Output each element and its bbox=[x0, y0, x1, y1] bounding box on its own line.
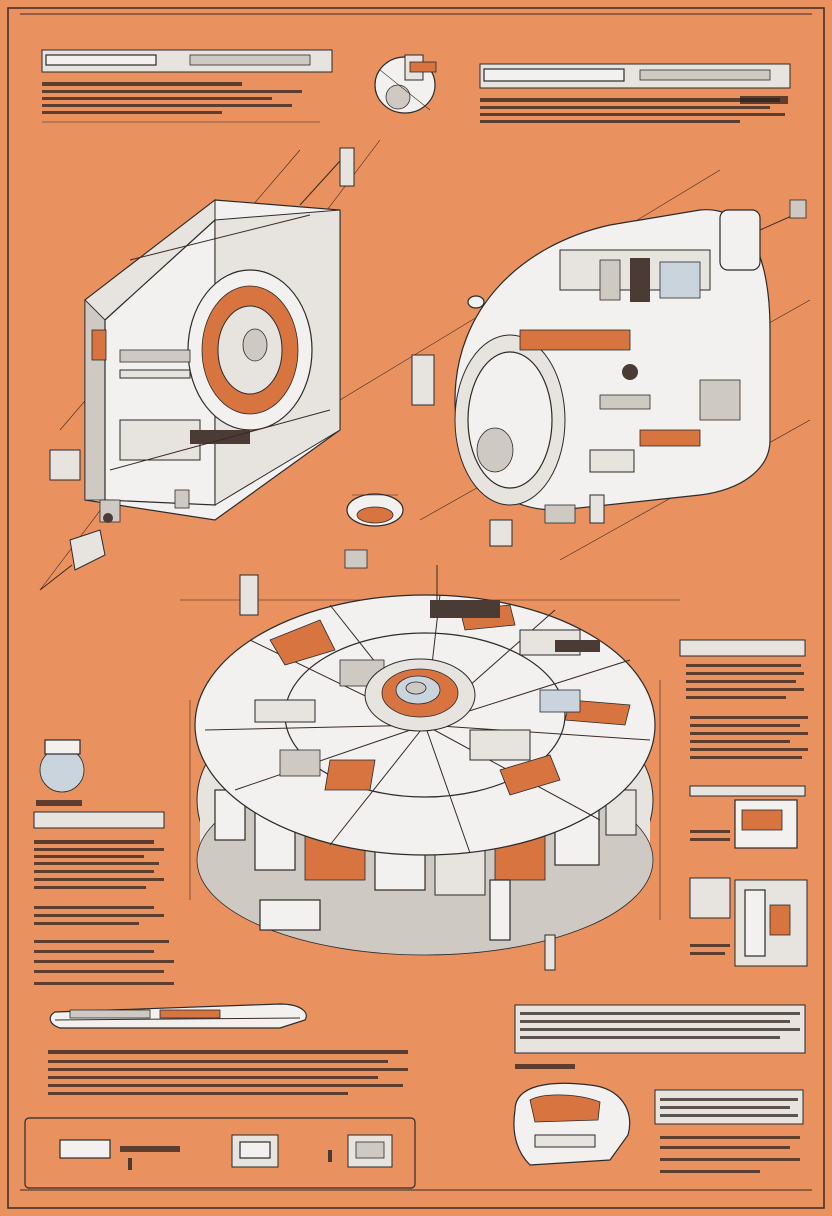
page-frame bbox=[7, 7, 825, 1209]
header-small-gadget bbox=[374, 54, 437, 114]
part-detail-small bbox=[344, 354, 513, 569]
helmet-detail-bottom-right bbox=[513, 1004, 806, 1173]
right-notes bbox=[679, 639, 808, 967]
bottom-component-strip bbox=[24, 1117, 416, 1189]
capsule-module-right bbox=[454, 199, 807, 524]
left-notes bbox=[33, 739, 174, 985]
circular-station-center bbox=[194, 565, 656, 971]
elongated-craft-bottom bbox=[48, 1003, 408, 1095]
header-block-right bbox=[479, 63, 791, 123]
isometric-module-left bbox=[39, 147, 355, 591]
header-block-left bbox=[41, 49, 333, 123]
